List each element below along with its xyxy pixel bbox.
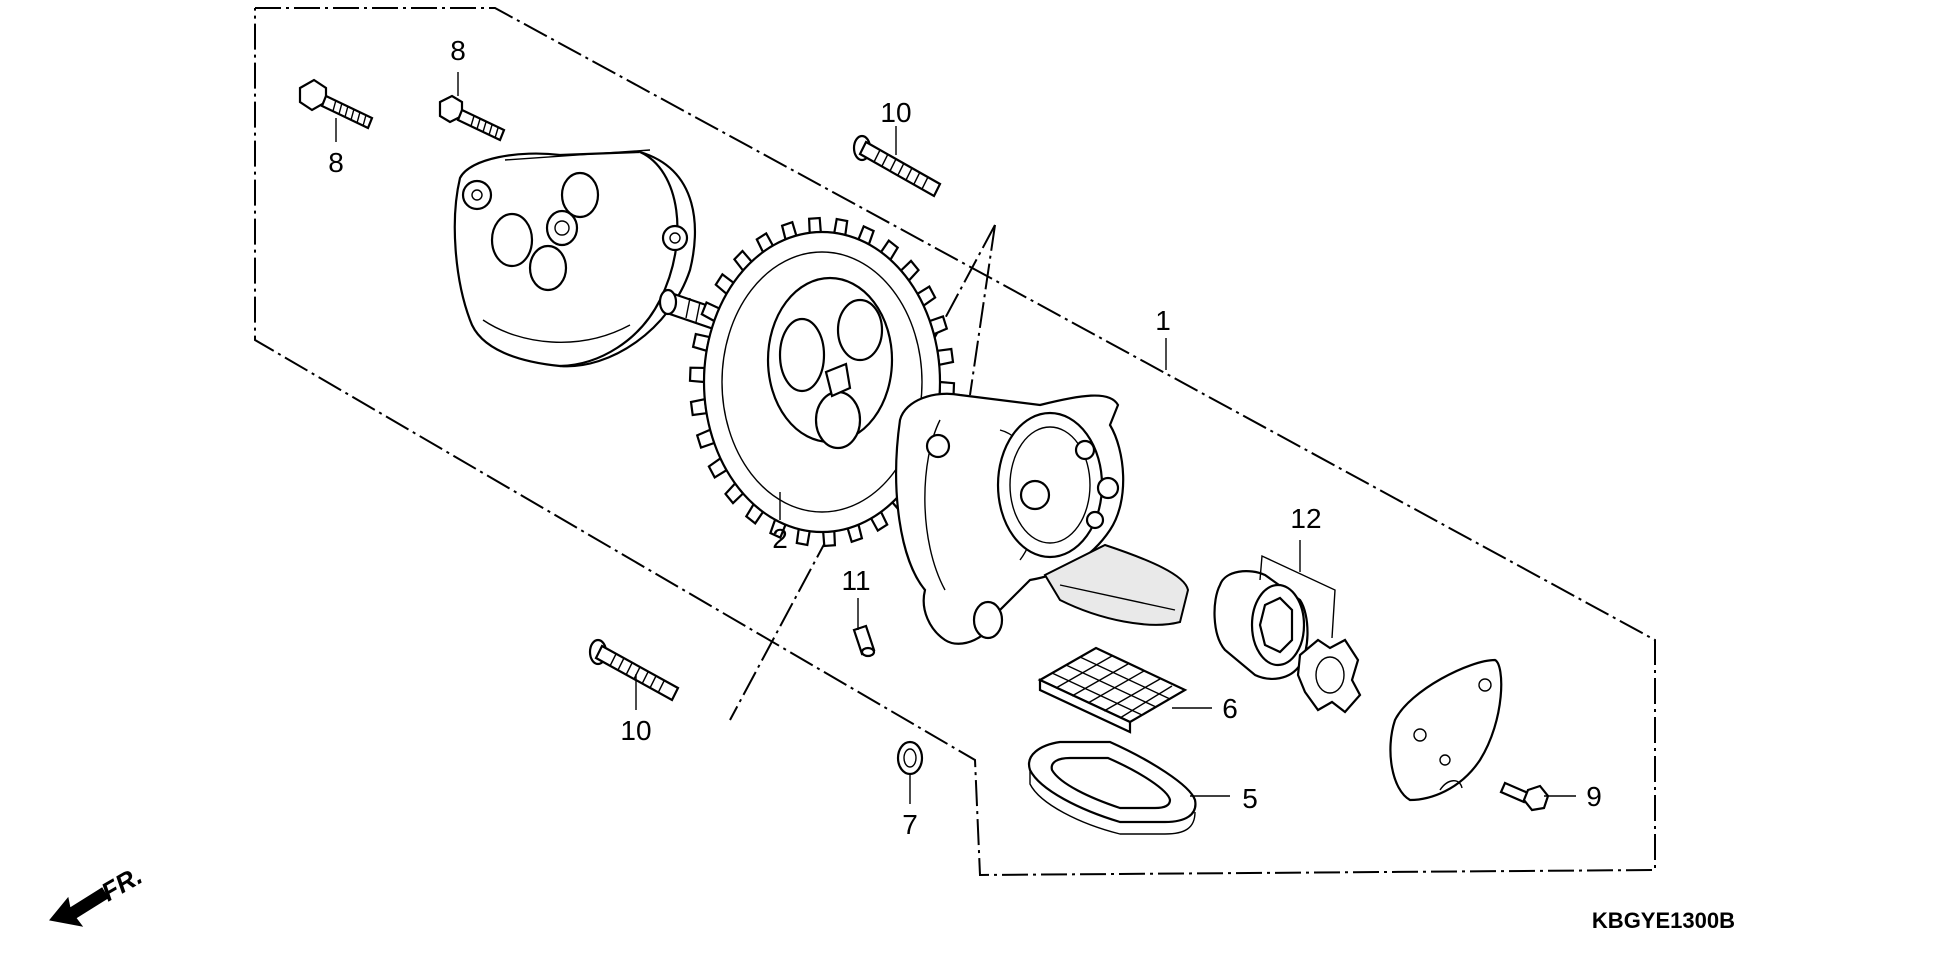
bolt-icon (588, 638, 680, 702)
bolt-icon (852, 134, 942, 198)
callout-10-lower: 10 (620, 715, 651, 746)
callout-12: 12 (1290, 503, 1321, 534)
callout-1: 1 (1155, 305, 1171, 336)
callout-8-left: 8 (328, 147, 344, 178)
plate-icon (1389, 658, 1503, 802)
callout-2: 2 (772, 523, 788, 554)
rotor-icon (1296, 638, 1362, 714)
gear-tooth (688, 366, 706, 384)
callout-9: 9 (1586, 781, 1602, 812)
bolt-icon (298, 78, 374, 130)
pin-icon (852, 624, 876, 658)
callout-8-upper: 8 (450, 35, 466, 66)
callout-6: 6 (1222, 693, 1238, 724)
pump-cover-icon (453, 149, 697, 368)
leader-lines (335, 72, 1576, 804)
rotor-icon (1213, 570, 1309, 680)
front-direction-arrow-icon (49, 887, 109, 927)
callout-5: 5 (1242, 783, 1258, 814)
o-ring-icon (896, 740, 924, 776)
sprocket-gear-icon (688, 216, 956, 548)
bolt-icon (438, 94, 506, 142)
gear-tooth (822, 530, 837, 548)
pump-body-icon (895, 392, 1190, 645)
callout-11: 11 (841, 565, 870, 596)
gear-tooth (807, 216, 822, 234)
figure-code: KBGYE1300B (1592, 908, 1735, 933)
callout-7: 7 (902, 809, 918, 840)
bolt-icon (1499, 781, 1550, 812)
callout-10-upper: 10 (880, 97, 911, 128)
gasket-icon (1027, 740, 1197, 835)
mesh-screen-icon (1037, 646, 1188, 734)
